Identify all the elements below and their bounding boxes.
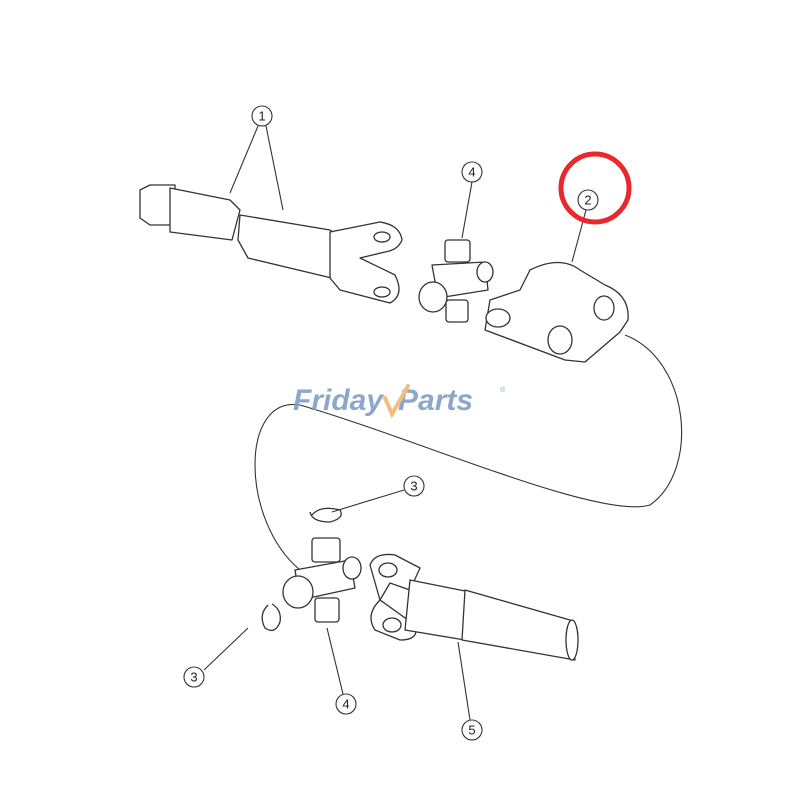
part-3-snap-ring-lower[interactable]	[261, 603, 281, 632]
callout-3-lower: 3	[183, 666, 205, 688]
callout-3-upper-label: 3	[410, 479, 417, 494]
callout-2-label: 2	[584, 193, 591, 208]
watermark-registered-mark: ®	[500, 386, 506, 394]
callout-4-lower-label: 4	[342, 697, 349, 712]
watermark-check-mark	[383, 384, 410, 419]
callout-4-upper-label: 4	[468, 165, 475, 180]
watermark-text-parts: Parts	[398, 384, 473, 417]
callout-4-lower: 4	[335, 693, 357, 715]
callout-2: 2	[577, 189, 599, 211]
part-2-bearing-cap[interactable]	[484, 261, 629, 363]
watermark-text-friday: Friday	[293, 384, 384, 417]
watermark-logo: Friday Parts ®	[293, 384, 506, 419]
callout-1: 1	[251, 105, 273, 127]
callout-1-label: 1	[258, 109, 265, 124]
part-1-shaft[interactable]	[139, 184, 403, 304]
part-4-u-joint-lower[interactable]	[282, 537, 362, 623]
part-5-slip-yoke[interactable]	[369, 553, 579, 661]
callout-3-upper: 3	[403, 475, 425, 497]
callout-3-lower-label: 3	[190, 670, 197, 685]
assembly-connection-line	[254, 334, 683, 571]
callout-4-upper: 4	[461, 161, 483, 183]
part-4-u-joint-upper[interactable]	[418, 239, 494, 323]
callout-5: 5	[461, 719, 483, 741]
highlight-circle	[558, 151, 632, 225]
callout-5-label: 5	[468, 723, 475, 738]
part-3-snap-ring-upper[interactable]	[309, 507, 342, 523]
leader-lines	[203, 125, 587, 721]
